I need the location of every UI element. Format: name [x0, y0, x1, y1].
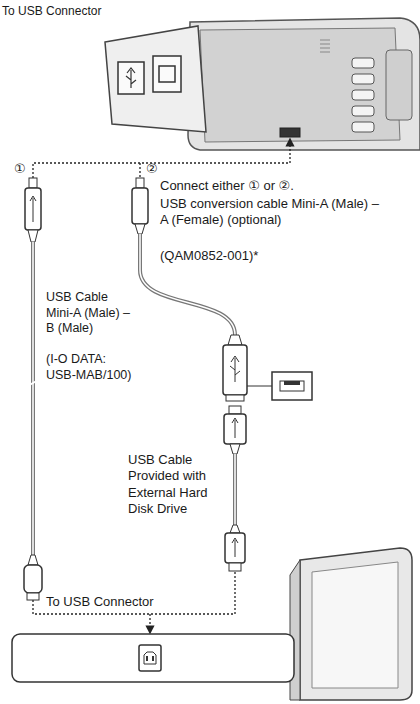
part-number: (I-O DATA: USB-MAB/100)	[46, 352, 138, 383]
external-hdd	[290, 548, 412, 700]
cable-label: USB conversion cable Mini-A (Male) – A (…	[160, 196, 380, 229]
callout-number: ②	[146, 161, 168, 177]
callout-number: ①	[14, 161, 36, 177]
cable-label: USB Cable Mini-A (Male) – B (Male)	[46, 290, 138, 337]
instruction-note: Connect either ① or ②.	[160, 178, 400, 194]
usb-cable-mini-a-b	[24, 178, 42, 600]
part-number: (QAM0852-001)*	[160, 248, 360, 264]
camcorder	[105, 18, 420, 150]
usb-a-port-icon	[247, 372, 312, 400]
connector-label: To USB Connector	[46, 594, 216, 610]
hdd-usb-cable	[224, 406, 246, 571]
cable-label: USB Cable Provided with External Hard Di…	[128, 452, 228, 517]
hdd-usb-connector	[12, 634, 294, 682]
connector-label: To USB Connector	[2, 4, 142, 19]
usb-conversion-cable	[132, 178, 247, 401]
